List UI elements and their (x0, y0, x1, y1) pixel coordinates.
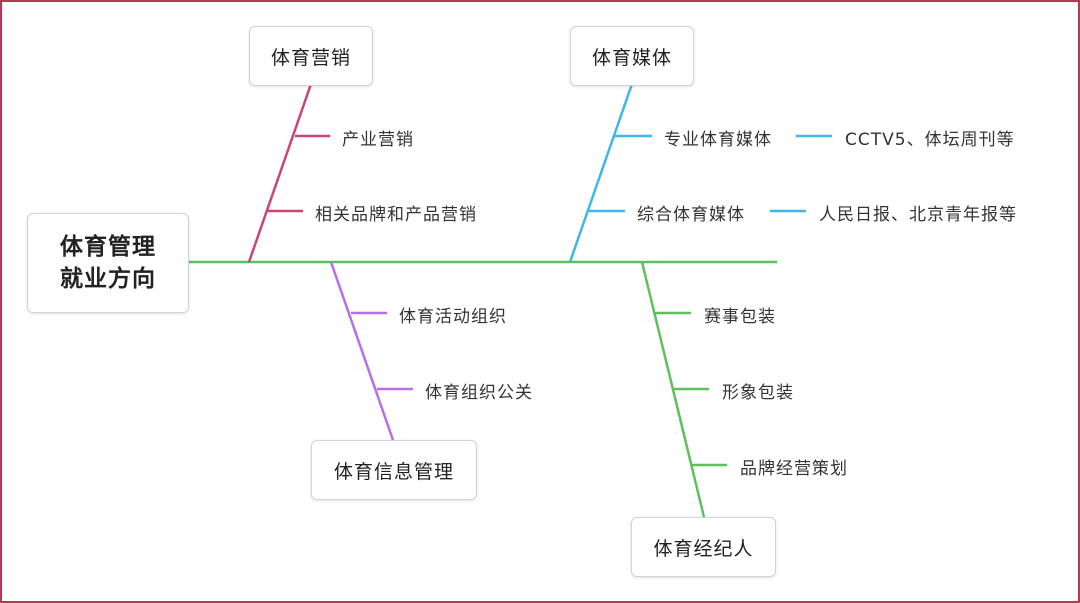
branch-node-media: 体育媒体 (570, 26, 694, 86)
media-item-detail: 人民日报、北京青年报等 (819, 205, 1017, 225)
info-item: 体育活动组织 (399, 307, 507, 327)
branch-node-marketing: 体育营销 (249, 26, 373, 86)
branch-title: 体育媒体 (591, 46, 672, 69)
info-bone (329, 261, 395, 441)
agent-item: 赛事包装 (704, 307, 776, 327)
marketing-bone (247, 83, 313, 263)
agent-item: 品牌经营策划 (740, 459, 848, 479)
media-item-detail: CCTV5、体坛周刊等 (845, 130, 1015, 150)
branch-title: 体育经纪人 (653, 537, 754, 560)
media-item: 专业体育媒体 (664, 130, 772, 150)
agent-item: 形象包装 (722, 383, 794, 403)
branch-node-info: 体育信息管理 (311, 440, 477, 500)
marketing-item: 相关品牌和产品营销 (315, 205, 477, 225)
root-title-line-2: 就业方向 (60, 266, 156, 292)
root-title-line-1: 体育管理 (60, 234, 156, 260)
branch-title: 体育信息管理 (333, 460, 454, 483)
root-node: 体育管理 就业方向 (27, 213, 189, 313)
branch-title: 体育营销 (270, 46, 351, 69)
branch-node-agent: 体育经纪人 (631, 517, 776, 577)
media-item: 综合体育媒体 (637, 205, 745, 225)
info-item: 体育组织公关 (425, 383, 533, 403)
marketing-item: 产业营销 (342, 130, 414, 150)
media-bone (568, 83, 634, 263)
